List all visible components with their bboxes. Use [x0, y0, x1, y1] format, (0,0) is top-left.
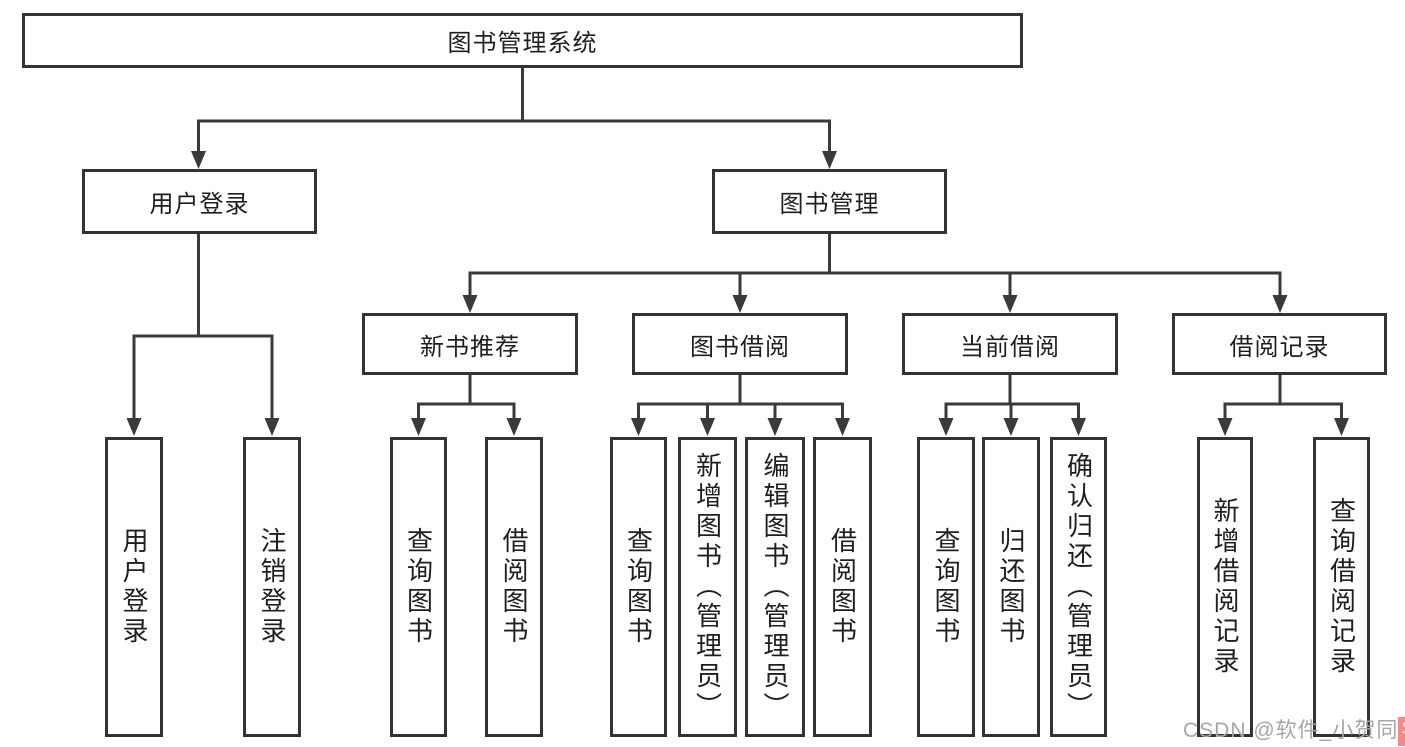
leaf-confirm-return-admin: 确认归还（管理员）: [1050, 437, 1107, 737]
node-user-login: 用户登录: [82, 169, 317, 234]
leaf-search-borrow-record-label: 查询借阅记录: [1326, 497, 1357, 677]
current-borrow-fork-connector: [938, 375, 1086, 436]
arrowhead: [822, 151, 837, 169]
arrowhead: [264, 418, 280, 436]
watermark-highlight: 学: [1398, 717, 1405, 746]
leaf-add-borrow-record: 新增借阅记录: [1197, 437, 1253, 737]
leaf-edit-book-admin-label: 编辑图书（管理员）: [760, 452, 790, 722]
root-to-level2-connector: [191, 68, 837, 169]
arrowhead: [462, 295, 478, 313]
arrowhead: [1002, 295, 1018, 313]
leaf-return-books-label: 归还图书: [996, 527, 1026, 647]
node-borrowing-records-label: 借阅记录: [1229, 333, 1330, 361]
leaf-borrow-books-1: 借阅图书: [485, 437, 543, 737]
node-borrowing-records: 借阅记录: [1172, 313, 1387, 375]
leaf-search-books-2-label: 查询图书: [623, 527, 654, 647]
leaf-add-book-admin-label: 新增图书（管理员）: [692, 452, 723, 722]
leaf-return-books: 归还图书: [982, 437, 1040, 737]
leaf-search-borrow-record: 查询借阅记录: [1313, 437, 1370, 737]
arrowhead: [631, 418, 646, 436]
borrow-record-fork-connector: [1217, 375, 1349, 436]
arrowhead: [506, 418, 522, 436]
leaf-user-login: 用户登录: [105, 437, 163, 737]
leaf-add-book-admin: 新增图书（管理员）: [678, 437, 737, 737]
leaf-search-books-3: 查询图书: [917, 437, 975, 737]
node-new-book-recommendation: 新书推荐: [362, 313, 578, 375]
arrowhead: [1071, 418, 1086, 436]
node-current-borrowing-label: 当前借阅: [960, 333, 1060, 361]
leaf-user-login-label: 用户登录: [119, 527, 149, 647]
leaf-edit-book-admin: 编辑图书（管理员）: [745, 437, 805, 737]
arrowhead: [700, 418, 715, 436]
leaf-borrow-books-1-label: 借阅图书: [499, 527, 529, 647]
book-management-fork-connector: [462, 234, 1288, 313]
leaf-add-borrow-record-label: 新增借阅记录: [1210, 497, 1240, 677]
arrowhead: [1217, 418, 1233, 436]
node-book-borrowing: 图书借阅: [632, 313, 848, 375]
node-new-book-recommendation-label: 新书推荐: [420, 333, 520, 361]
book-borrow-fork-connector: [631, 375, 850, 436]
leaf-borrow-books-2: 借阅图书: [813, 437, 872, 737]
new-book-fork-connector: [411, 375, 522, 436]
leaf-borrow-books-2-label: 借阅图书: [827, 527, 858, 647]
leaf-search-books-1-label: 查询图书: [403, 527, 434, 647]
node-book-management-label: 图书管理: [779, 191, 880, 218]
arrowhead: [411, 418, 426, 436]
leaf-confirm-return-admin-label: 确认归还（管理员）: [1063, 452, 1094, 722]
arrowhead: [732, 295, 748, 313]
node-book-borrowing-label: 图书借阅: [690, 333, 790, 361]
arrowhead: [1334, 418, 1349, 436]
arrowhead: [767, 418, 783, 436]
leaf-search-books-2: 查询图书: [610, 437, 667, 737]
leaf-search-books-3-label: 查询图书: [931, 527, 961, 647]
arrowhead: [126, 418, 142, 436]
node-current-borrowing: 当前借阅: [902, 313, 1118, 375]
arrowhead: [191, 151, 206, 169]
arrowhead: [938, 418, 954, 436]
leaf-logout: 注销登录: [243, 437, 301, 737]
leaf-logout-label: 注销登录: [257, 527, 287, 647]
arrowhead: [1003, 418, 1019, 436]
node-library-system: 图书管理系统: [22, 13, 1023, 68]
arrowhead: [835, 418, 850, 436]
arrowhead: [1272, 295, 1288, 313]
watermark-text: CSDN @软件_小贺同: [1183, 719, 1399, 742]
node-user-login-label: 用户登录: [149, 191, 250, 218]
user-login-fork-connector: [126, 234, 280, 436]
watermark: CSDN @软件_小贺同学: [1183, 714, 1405, 746]
node-library-system-label: 图书管理系统: [447, 30, 598, 57]
node-book-management: 图书管理: [712, 169, 947, 234]
leaf-search-books-1: 查询图书: [390, 437, 447, 737]
